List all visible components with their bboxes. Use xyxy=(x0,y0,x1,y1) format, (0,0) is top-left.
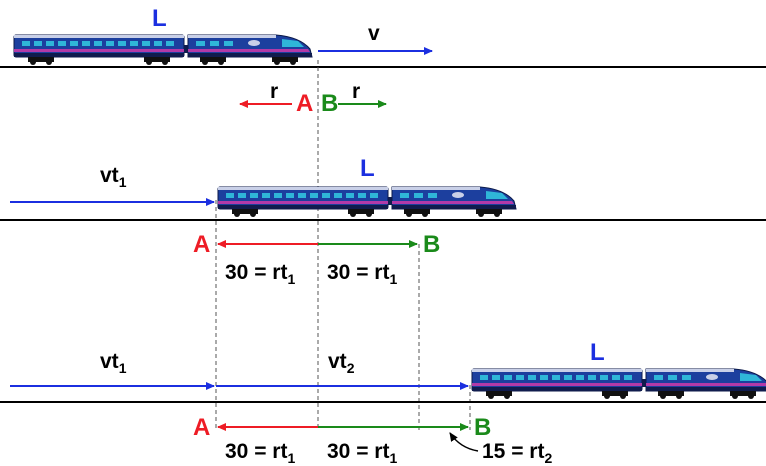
length-label-3: L xyxy=(590,339,605,366)
point-b-1: B xyxy=(321,90,338,117)
eq-2-3: 30 = rt1 xyxy=(327,440,397,466)
eq-3-3: 15 = rt2 xyxy=(482,440,552,466)
length-label-1: L xyxy=(152,5,167,32)
point-a-1: A xyxy=(296,90,313,117)
scene-1: L v r r A B xyxy=(0,5,766,117)
distance-label-2: vt1 xyxy=(100,164,127,190)
point-b-3: B xyxy=(474,414,491,441)
train-2 xyxy=(217,186,517,218)
pointer-arrow xyxy=(449,432,479,452)
eq-1-3: 30 = rt1 xyxy=(225,440,295,466)
rate-label-right: r xyxy=(352,80,360,103)
train-1 xyxy=(13,34,313,66)
rate-label-left: r xyxy=(270,80,278,103)
eq-right-2: 30 = rt1 xyxy=(327,261,397,287)
scene-3: vt1 vt2 L A B 30 = rt1 30 = rt1 15 = rt2 xyxy=(0,339,766,466)
length-label-2: L xyxy=(360,155,375,182)
velocity-label: v xyxy=(368,22,380,45)
point-b-2: B xyxy=(423,231,440,258)
distance-label-3a: vt1 xyxy=(100,350,127,376)
scene-2: vt1 L A B 30 = rt1 30 = rt1 xyxy=(0,155,766,287)
point-a-3: A xyxy=(193,414,210,441)
train-3 xyxy=(471,368,766,400)
eq-left-2: 30 = rt1 xyxy=(225,261,295,287)
distance-label-3b: vt2 xyxy=(328,350,355,376)
point-a-2: A xyxy=(193,231,210,258)
